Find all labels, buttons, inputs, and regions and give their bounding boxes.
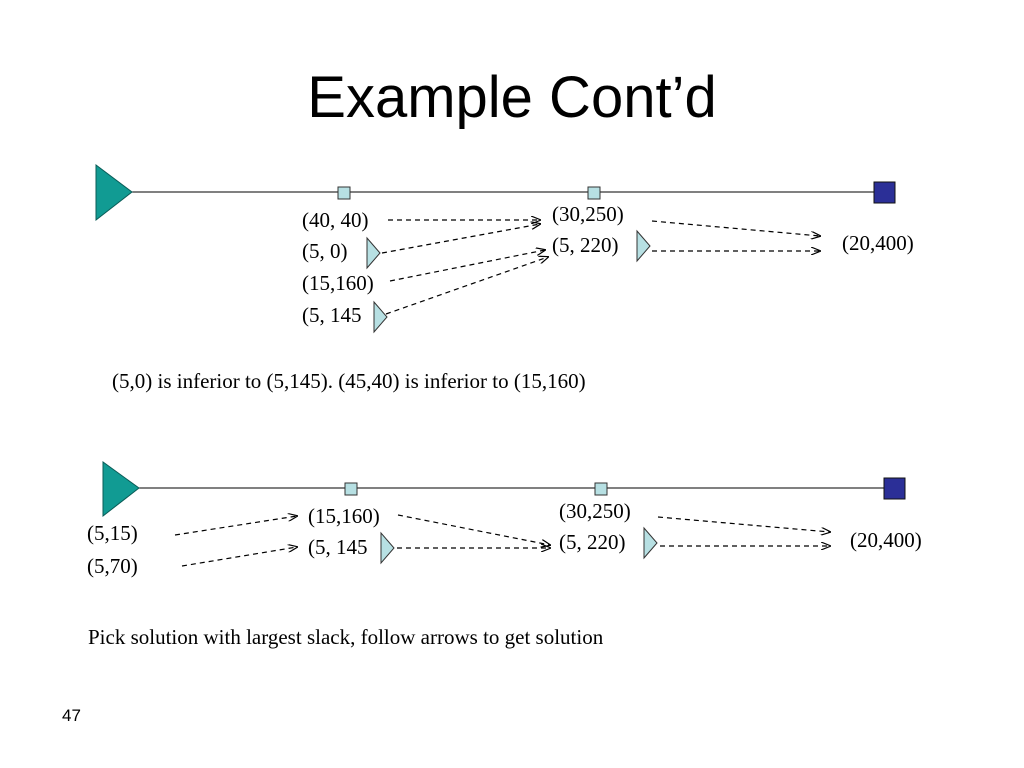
- bottom-mid-label-1: (30,250): [559, 499, 631, 523]
- top-buffer-icon-2: [373, 300, 388, 334]
- top-node-1-icon: [337, 186, 351, 200]
- top-left-label-2: (5, 0): [302, 239, 348, 263]
- top-arrows: [381, 220, 820, 315]
- bottom-arrow: [174, 516, 297, 536]
- top-driver-icon: [95, 164, 133, 222]
- top-arrow: [385, 257, 548, 315]
- top-left-label-3: (15,160): [302, 271, 374, 295]
- top-arrow: [381, 224, 540, 254]
- bottom-arrow: [397, 514, 550, 545]
- top-left-label-4: (5, 145: [302, 303, 362, 327]
- top-sink-icon: [873, 181, 896, 204]
- bottom-source-label-1: (5,15): [87, 521, 138, 545]
- top-right-label: (20,400): [842, 231, 914, 255]
- bottom-arrow: [657, 516, 830, 532]
- bottom-driver-icon: [102, 461, 140, 518]
- bottom-diagram: (5,15) (5,70) (15,160) (5, 145 (30,250) …: [87, 461, 922, 578]
- bottom-arrow: [181, 547, 297, 567]
- top-arrow: [651, 220, 820, 236]
- bottom-note: Pick solution with largest slack, follow…: [88, 625, 604, 649]
- bottom-source-label-2: (5,70): [87, 554, 138, 578]
- bottom-right-label: (20,400): [850, 528, 922, 552]
- top-mid-label-2: (5, 220): [552, 233, 619, 257]
- top-diagram: (40, 40) (5, 0) (15,160) (5, 145 (30,250…: [95, 164, 914, 334]
- bottom-buffer-icon-1: [380, 531, 395, 565]
- bottom-left-label-1: (15,160): [308, 504, 380, 528]
- bottom-left-label-2: (5, 145: [308, 535, 368, 559]
- top-buffer-icon-3: [636, 229, 651, 263]
- bottom-node-1-icon: [344, 482, 358, 496]
- top-mid-label-1: (30,250): [552, 202, 624, 226]
- bottom-buffer-icon-2: [643, 526, 658, 560]
- top-note: (5,0) is inferior to (5,145). (45,40) is…: [112, 369, 586, 393]
- top-arrow: [389, 250, 545, 282]
- top-node-2-icon: [587, 186, 601, 200]
- top-buffer-icon-1: [366, 236, 381, 270]
- page-number: 47: [62, 706, 81, 725]
- top-left-label-1: (40, 40): [302, 208, 369, 232]
- slide-title: Example Cont’d: [307, 65, 717, 130]
- bottom-node-2-icon: [594, 482, 608, 496]
- bottom-arrows: [174, 514, 830, 567]
- bottom-mid-label-2: (5, 220): [559, 530, 626, 554]
- bottom-sink-icon: [883, 477, 906, 500]
